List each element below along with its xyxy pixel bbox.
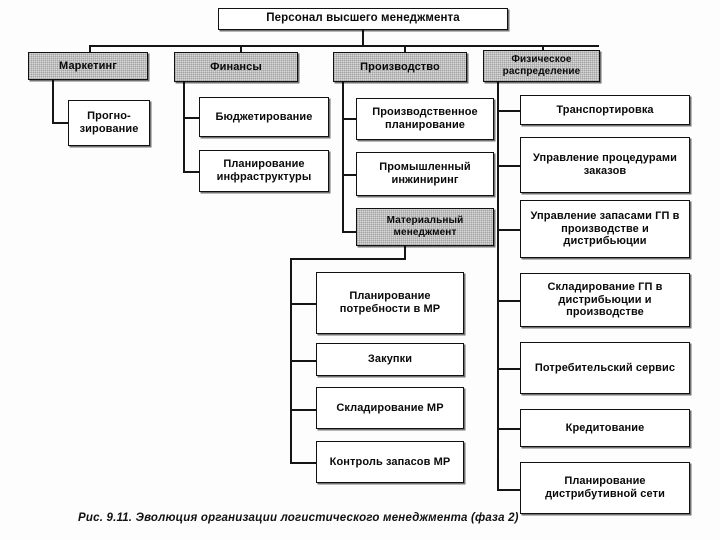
figure-caption: Рис. 9.11. Эволюция организации логистич… bbox=[78, 512, 519, 524]
node-purchasing[interactable]: Закупки bbox=[316, 343, 464, 376]
connector-dist-to-orders bbox=[497, 165, 520, 167]
connector-matmgmt-to-purchase bbox=[290, 360, 316, 362]
connector-matmgmt-stem bbox=[404, 246, 406, 258]
connector-matmgmt-to-stock bbox=[290, 462, 316, 464]
connector-production-to-planning bbox=[342, 118, 356, 120]
connector-dist-to-network bbox=[497, 489, 520, 491]
connector-drop-production bbox=[404, 45, 406, 52]
node-finished-goods-warehousing[interactable]: Складирование ГП в дистрибьюции и произв… bbox=[520, 273, 690, 327]
connector-dist-to-inventory bbox=[497, 229, 520, 231]
node-physical-distribution[interactable]: Физическое распределение bbox=[483, 50, 600, 82]
connector-dist-to-transport bbox=[497, 110, 520, 112]
connector-dist-to-service bbox=[497, 368, 520, 370]
node-marketing[interactable]: Маркетинг bbox=[28, 52, 148, 80]
connector-production-to-engineering bbox=[342, 174, 356, 176]
node-transportation[interactable]: Транспортировка bbox=[520, 95, 690, 125]
node-production[interactable]: Производство bbox=[333, 52, 467, 82]
connector-drop-finance bbox=[240, 45, 242, 52]
connector-distribution-trunk bbox=[497, 82, 499, 489]
connector-drop-marketing bbox=[89, 45, 91, 53]
node-crediting[interactable]: Кредитование bbox=[520, 409, 690, 447]
node-industrial-engineering[interactable]: Промышленный инжиниринг bbox=[356, 152, 494, 196]
connector-marketing-trunk bbox=[52, 80, 54, 122]
connector-matmgmt-bus bbox=[290, 258, 406, 260]
connector-finance-trunk bbox=[183, 82, 185, 171]
node-mr-stock-control[interactable]: Контроль запасов МР bbox=[316, 441, 464, 483]
connector-root-bus bbox=[89, 45, 599, 47]
connector-matmgmt-to-warehouse bbox=[290, 409, 316, 411]
node-top-management[interactable]: Персонал высшего менеджмента bbox=[218, 8, 508, 30]
connector-drop-distribution bbox=[542, 45, 544, 51]
connector-marketing-to-forecast bbox=[52, 122, 68, 124]
node-production-planning[interactable]: Производственное планирование bbox=[356, 98, 494, 140]
node-forecasting[interactable]: Прогно- зирование bbox=[68, 100, 150, 146]
node-customer-service[interactable]: Потребительский сервис bbox=[520, 342, 690, 394]
connector-dist-to-credit bbox=[497, 428, 520, 430]
node-mrp-planning[interactable]: Планирование потребности в МР bbox=[316, 272, 464, 334]
connector-dist-to-storage bbox=[497, 300, 520, 302]
connector-production-trunk bbox=[342, 82, 344, 231]
connector-finance-to-infra bbox=[183, 171, 199, 173]
node-mr-warehousing[interactable]: Складирование МР bbox=[316, 387, 464, 429]
node-order-procedures-management[interactable]: Управление процедурами заказов bbox=[520, 137, 690, 193]
node-finance[interactable]: Финансы bbox=[174, 52, 298, 82]
node-finished-goods-inventory-management[interactable]: Управление запасами ГП в производстве и … bbox=[520, 200, 690, 258]
connector-root-stem bbox=[362, 29, 364, 45]
connector-matmgmt-to-mrp bbox=[290, 303, 316, 305]
connector-finance-to-budget bbox=[183, 117, 199, 119]
node-material-management[interactable]: Материальный менеджмент bbox=[356, 208, 494, 246]
node-distribution-network-planning[interactable]: Планирование дистрибутивной сети bbox=[520, 462, 690, 514]
node-budgeting[interactable]: Бюджетирование bbox=[199, 97, 329, 137]
node-infrastructure-planning[interactable]: Планирование инфраструктуры bbox=[199, 150, 329, 192]
connector-production-to-matmgmt bbox=[342, 231, 356, 233]
